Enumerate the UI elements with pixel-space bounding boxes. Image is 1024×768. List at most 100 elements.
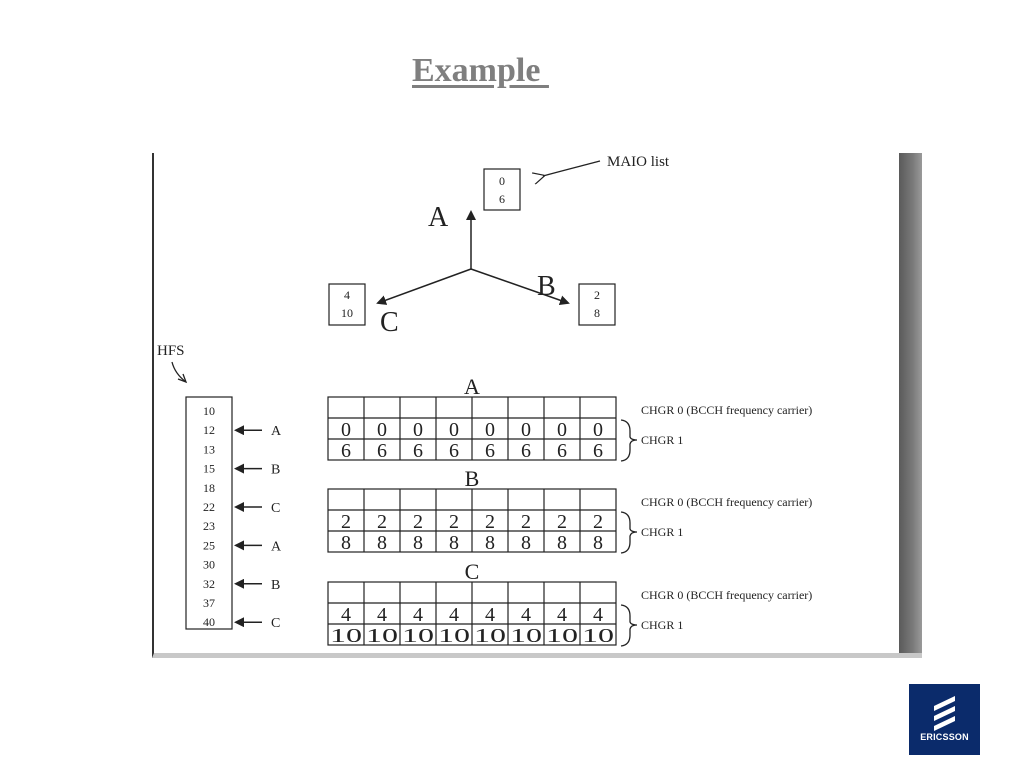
hfs-sector-label: B	[271, 463, 280, 478]
sector-grid-title: B	[465, 466, 480, 491]
timeslot-maio-0: 4	[593, 604, 603, 626]
hfs-arrow-head	[177, 373, 188, 384]
hfs-frequency: 37	[203, 596, 215, 610]
timeslot-maio-0: 2	[449, 511, 459, 533]
timeslot-maio-1: 10	[582, 625, 614, 647]
chgr1-label: CHGR 1	[641, 618, 683, 632]
maio-list-value-0: 0	[499, 174, 505, 188]
chgr1-brace	[620, 419, 638, 462]
chgr1-label: CHGR 1	[641, 433, 683, 447]
timeslot-maio-1: 10	[510, 625, 542, 647]
panel-shadow-edge	[899, 153, 922, 653]
timeslot-maio-0: 0	[485, 419, 495, 441]
hfs-sector-label: C	[271, 501, 280, 516]
maio-list-annotation: MAIO list 0 6	[483, 154, 670, 211]
timeslot-maio-0: 4	[377, 604, 387, 626]
hfs-frequency: 22	[203, 500, 215, 514]
timeslot-maio-1: 6	[341, 440, 351, 462]
chgr1-brace	[620, 511, 638, 554]
timeslot-maio-0: 0	[449, 419, 459, 441]
maio-list-label: MAIO list	[607, 154, 670, 170]
chgr0-label: CHGR 0 (BCCH frequency carrier)	[641, 403, 812, 417]
timeslot-maio-0: 4	[521, 604, 531, 626]
sector-c-maio-1: 10	[341, 306, 353, 320]
sector-b-direction-line	[470, 268, 570, 306]
timeslot-maio-0: 2	[413, 511, 423, 533]
sector-a-label: A	[428, 202, 449, 233]
timeslot-maio-1: 10	[438, 625, 470, 647]
maio-list-box	[483, 168, 521, 211]
timeslot-maio-1: 6	[485, 440, 495, 462]
hfs-sector-label: C	[271, 616, 280, 631]
sector-b-maio-box	[578, 283, 616, 326]
timeslot-maio-1: 8	[377, 532, 387, 554]
timeslot-maio-0: 0	[521, 419, 531, 441]
ericsson-wordmark: ERICSSON	[920, 732, 969, 742]
timeslot-maio-0: 2	[341, 511, 351, 533]
hfs-sector-label: B	[271, 578, 280, 593]
timeslot-maio-1: 6	[557, 440, 567, 462]
timeslot-maio-1: 10	[546, 625, 578, 647]
three-sector-site: A B C 4 10 2 8	[328, 202, 616, 338]
hfs-frequency: 40	[203, 615, 215, 629]
sector-c-maio-box	[328, 283, 366, 326]
maio-list-value-1: 6	[499, 192, 505, 206]
timeslot-maio-1: 8	[593, 532, 603, 554]
timeslot-maio-1: 8	[485, 532, 495, 554]
sector-c-direction-line	[376, 268, 472, 305]
sector-grid-title: C	[465, 559, 480, 584]
chgr1-brace	[620, 604, 638, 647]
chgr1-label: CHGR 1	[641, 525, 683, 539]
timeslot-maio-1: 10	[330, 625, 362, 647]
hfs-arrow	[171, 361, 187, 383]
slide-title: Example	[412, 52, 549, 89]
hfs-frequency: 18	[203, 481, 215, 495]
timeslot-maio-0: 2	[485, 511, 495, 533]
hfs-frequency: 10	[203, 404, 215, 418]
sector-c-label: C	[380, 307, 399, 338]
timeslot-maio-0: 2	[377, 511, 387, 533]
ericsson-logo-icon	[934, 696, 955, 731]
chgr0-label: CHGR 0 (BCCH frequency carrier)	[641, 495, 812, 509]
timeslot-maio-0: 2	[557, 511, 567, 533]
timeslot-maio-1: 8	[341, 532, 351, 554]
sector-c-maio-0: 4	[344, 288, 350, 302]
timeslot-maio-1: 8	[449, 532, 459, 554]
timeslot-maio-0: 4	[485, 604, 495, 626]
ericsson-logo: ERICSSON	[909, 684, 980, 755]
timeslot-maio-0: 4	[341, 604, 351, 626]
hfs-frequency: 25	[203, 538, 215, 552]
timeslot-maio-0: 4	[413, 604, 423, 626]
timeslot-maio-0: 0	[341, 419, 351, 441]
timeslot-maio-1: 6	[521, 440, 531, 462]
timeslot-maio-1: 6	[449, 440, 459, 462]
timeslot-maio-1: 10	[474, 625, 506, 647]
hfs-frequency: 15	[203, 462, 215, 476]
maio-list-arrow	[543, 160, 601, 176]
sector-b-maio-0: 2	[594, 288, 600, 302]
hfs-frequency: 30	[203, 558, 215, 572]
timeslot-maio-1: 8	[557, 532, 567, 554]
hfs-list-box	[185, 396, 233, 630]
timeslot-maio-0: 4	[449, 604, 459, 626]
timeslot-maio-1: 6	[377, 440, 387, 462]
hfs-sector-label: A	[271, 539, 282, 554]
sector-b-label: B	[537, 271, 556, 302]
timeslot-maio-1: 6	[413, 440, 423, 462]
timeslot-maio-1: 6	[593, 440, 603, 462]
hfs-frequency: 23	[203, 519, 215, 533]
timeslot-maio-0: 0	[413, 419, 423, 441]
timeslot-maio-0: 2	[593, 511, 603, 533]
hfs-frequency: 13	[203, 442, 215, 456]
hfs-frequency: 12	[203, 423, 215, 437]
timeslot-maio-1: 8	[413, 532, 423, 554]
timeslot-maio-1: 8	[521, 532, 531, 554]
timeslot-maio-0: 0	[593, 419, 603, 441]
chgr0-label: CHGR 0 (BCCH frequency carrier)	[641, 588, 812, 602]
